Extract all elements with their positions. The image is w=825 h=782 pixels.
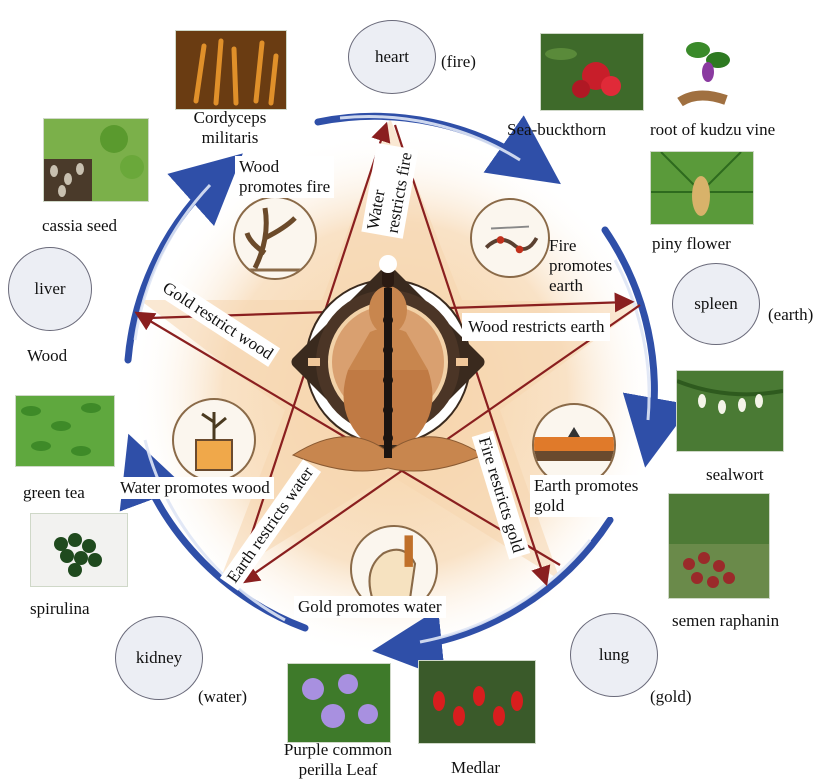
- medlar-label: Medlar: [451, 758, 500, 778]
- semen-raphanin-photo: [668, 493, 770, 599]
- earth-promotes-gold-label: Earth promotes gold: [530, 475, 642, 517]
- wood-vignette: [233, 196, 317, 280]
- kidney-circle: kidney: [115, 616, 203, 700]
- wood-restricts-earth-label: Wood restricts earth: [462, 313, 610, 341]
- medlar-photo: [418, 660, 536, 744]
- water-vignette: [172, 398, 256, 482]
- green-tea-photo: [15, 395, 115, 467]
- piny-flower-label: piny flower: [652, 234, 731, 254]
- sealwort-photo: [676, 370, 784, 452]
- lung-label: lung: [599, 645, 629, 665]
- piny-flower-photo: [650, 151, 754, 225]
- spirulina-photo: [30, 513, 128, 587]
- green-tea-label: green tea: [23, 483, 85, 503]
- gold-promotes-water-label: Gold promotes water: [294, 596, 446, 618]
- spleen-label: spleen: [694, 294, 737, 314]
- gold-element-label: (gold): [650, 687, 692, 707]
- kidney-label: kidney: [136, 648, 182, 668]
- cassia-seed-label: cassia seed: [42, 216, 117, 236]
- water-element-label: (water): [198, 687, 247, 707]
- cordyceps-label: Cordyceps militaris: [168, 108, 292, 148]
- perilla-photo: [287, 663, 391, 743]
- earth-element-label: (earth): [768, 305, 813, 325]
- wood-promotes-fire-label: Wood promotes fire: [235, 156, 334, 198]
- spleen-circle: spleen: [672, 263, 760, 345]
- water-promotes-wood-label: Water promotes wood: [116, 477, 274, 499]
- sealwort-label: sealwort: [706, 465, 764, 485]
- semen-raphanin-label: semen raphanin: [672, 611, 779, 631]
- perilla-label: Purple common perilla Leaf: [268, 740, 408, 780]
- fire-promotes-earth-label: Fire promotes earth: [549, 236, 612, 296]
- kudzu-label: root of kudzu vine: [650, 120, 775, 140]
- spirulina-label: spirulina: [30, 599, 90, 619]
- liver-label: liver: [34, 279, 65, 299]
- sea-buckthorn-photo: [540, 33, 644, 111]
- cassia-seed-photo: [43, 118, 149, 202]
- heart-label: heart: [375, 47, 409, 67]
- liver-circle: liver: [8, 247, 92, 331]
- sea-buckthorn-label: Sea-buckthorn: [507, 120, 606, 140]
- heart-circle: heart: [348, 20, 436, 94]
- wood-element-label: Wood: [27, 346, 67, 366]
- lung-circle: lung: [570, 613, 658, 697]
- kudzu-photo: [668, 30, 740, 112]
- fire-element-label: (fire): [441, 52, 476, 72]
- cordyceps-photo: [175, 30, 287, 110]
- fire-vignette: [470, 198, 550, 278]
